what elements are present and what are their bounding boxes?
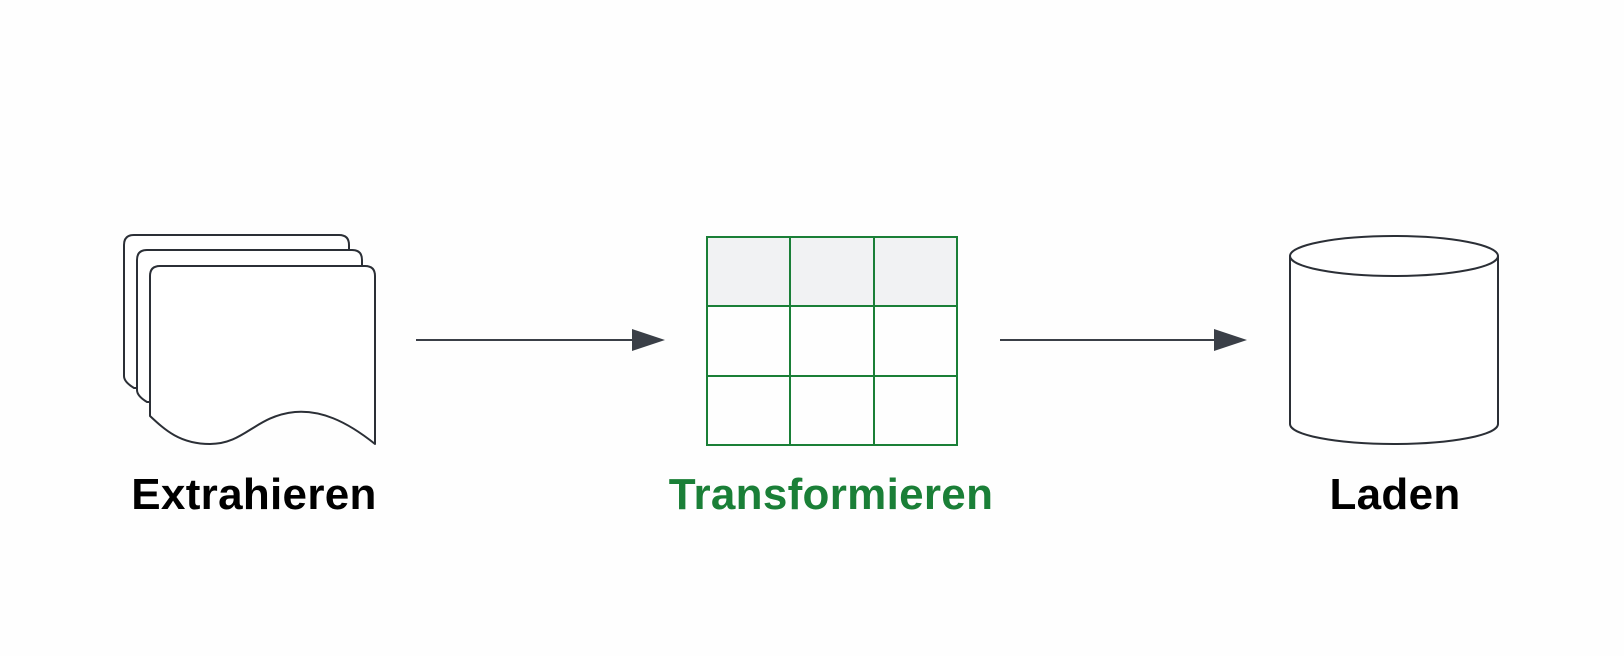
cylinder-top xyxy=(1289,235,1499,277)
step-label-load: Laden xyxy=(1329,470,1461,519)
arrow-transform-to-load xyxy=(1000,329,1247,351)
document-front xyxy=(149,265,376,445)
database-cylinder-icon xyxy=(1289,235,1499,445)
stacked-documents-icon xyxy=(123,234,376,445)
step-label-transform: Transformieren xyxy=(668,470,994,519)
step-label-extract: Extrahieren xyxy=(131,470,377,519)
cylinder-body xyxy=(1289,256,1499,445)
arrow-extract-to-transform xyxy=(416,329,665,351)
table-grid-icon xyxy=(706,236,958,446)
